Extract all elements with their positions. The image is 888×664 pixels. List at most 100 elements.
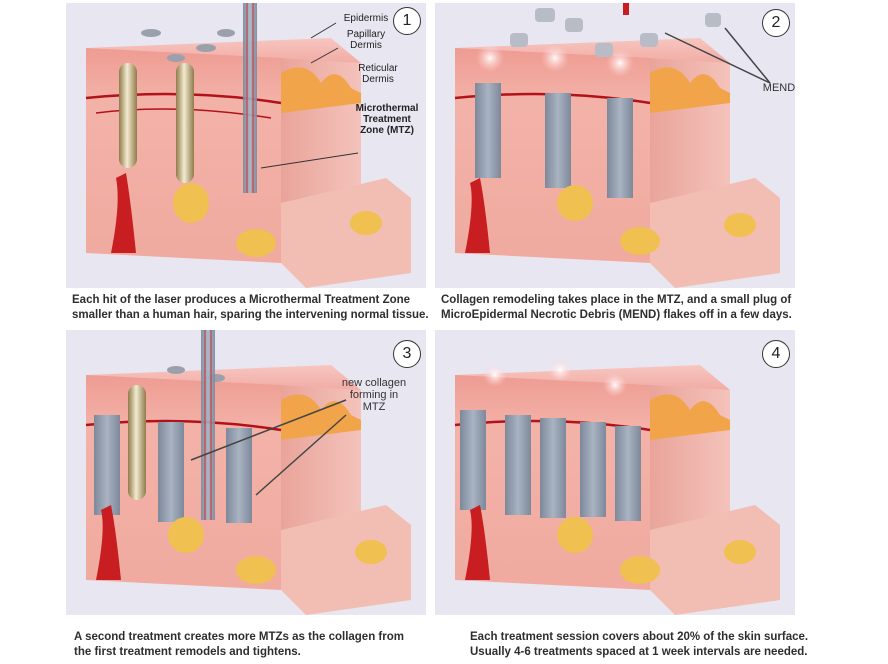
caption-1: Each hit of the laser produces a Microth… [72,293,482,323]
label-mend: MEND [762,82,796,94]
laser-mtz-column [243,3,257,193]
laser-mtz-column [201,330,215,520]
leader-line [260,152,359,169]
pore [141,29,161,37]
fat-cluster [724,213,756,237]
hair-follicle [128,385,146,500]
label-papillary-2: Dermis [350,40,382,51]
fat-cluster [236,229,276,257]
healing-spot [606,49,634,77]
label-mtz-1: Microthermal [355,103,419,114]
hair-follicle [176,63,194,183]
mend-arrow [664,32,771,84]
label-mtz-2: Treatment [363,114,411,125]
hair-root [465,505,490,580]
fat-cluster [350,211,382,235]
papillary-wave [650,67,730,113]
caption-1-line-1: Each hit of the laser produces a Microth… [72,294,411,306]
hair-follicle [119,63,137,168]
leader-line [310,22,337,39]
caption-4-line-2: Usually 4-6 treatments spaced at 1 week … [470,646,808,658]
pore [217,29,235,37]
panel-4-illustration [454,358,780,615]
leader-line [310,47,339,64]
label-mtz-3: Zone (MTZ) [360,125,414,136]
pore [196,44,216,52]
pore [167,366,185,374]
fat-cluster [557,185,593,221]
mtz-column [226,428,252,523]
fat-cluster [236,556,276,584]
fat-cluster [557,517,593,553]
mtz-column [460,410,486,510]
fat-cluster [355,540,387,564]
panel-1: 1 Epidermis Papillary Dermis Reticular D… [66,3,426,288]
hair-root [111,173,136,253]
mtz-column [94,415,120,515]
caption-4: Each treatment session covers about 20% … [470,630,880,660]
panel-4: 4 [435,330,795,615]
label-reticular-2: Dermis [362,74,394,85]
mtz-column [545,93,571,188]
mend-arrow [724,27,771,84]
mtz-column [540,418,566,518]
mtz-column [475,83,501,178]
caption-2-line-2: MicroEpidermal Necrotic Debris (MEND) fl… [441,309,792,321]
mtz-column [580,422,606,517]
caption-2-line-1: Collagen remodeling takes place in the M… [441,294,792,306]
healing-spot [548,358,572,382]
step-number-2: 2 [762,9,790,37]
caption-3-line-2: the first treatment remodels and tighten… [74,646,301,658]
papillary-wave [650,394,730,440]
skin-step-block [650,505,780,615]
step-number-1: 1 [393,7,421,35]
mtz-column [607,98,633,198]
caption-2: Collagen remodeling takes place in the M… [441,293,851,323]
step-number-4: 4 [762,340,790,368]
label-epidermis: Epidermis [343,13,389,24]
pore [167,54,185,62]
label-collagen-3: MTZ [362,401,386,413]
skin-step-block [281,505,411,615]
hair-root [465,178,490,253]
papillary-wave [281,67,361,113]
caption-4-line-1: Each treatment session covers about 20% … [470,631,809,643]
fat-cluster [168,517,204,553]
fat-cluster [724,540,756,564]
collagen-arrow [255,414,347,496]
mtz-column [615,426,641,521]
fat-cluster [620,227,660,255]
collagen-arrow [190,399,347,461]
healing-spot [541,44,569,72]
mtz-column [505,415,531,515]
fat-cluster [620,556,660,584]
label-reticular-1: Reticular [358,63,398,74]
step-number-3: 3 [393,340,421,368]
mend-flake [535,8,555,22]
healing-spot [483,363,507,387]
panel-3-illustration [85,330,411,615]
healing-spot [476,44,504,72]
healing-spot [603,373,627,397]
papillary-wave [281,394,361,440]
panel-2: 2 MEND [435,3,795,288]
hair-root [96,505,121,580]
label-collagen-2: forming in [349,389,399,401]
panel-3: 3 new collagen forming in MTZ [66,330,426,615]
caption-3-line-1: A second treatment creates more MTZs as … [74,631,404,643]
label-collagen-1: new collagen [341,377,407,389]
mend-flake [510,33,528,47]
caption-3: A second treatment creates more MTZs as … [74,630,484,660]
caption-1-line-2: smaller than a human hair, sparing the i… [72,309,429,321]
mend-flake [705,13,721,27]
mend-flake [595,43,613,57]
mtz-column [158,422,184,522]
laser-stub [623,3,629,15]
skin-step-block [281,178,411,288]
skin-step-block [650,178,780,288]
panel-2-illustration [454,3,780,288]
mend-flake [565,18,583,32]
fat-cluster [173,183,209,223]
mend-flake [640,33,658,47]
